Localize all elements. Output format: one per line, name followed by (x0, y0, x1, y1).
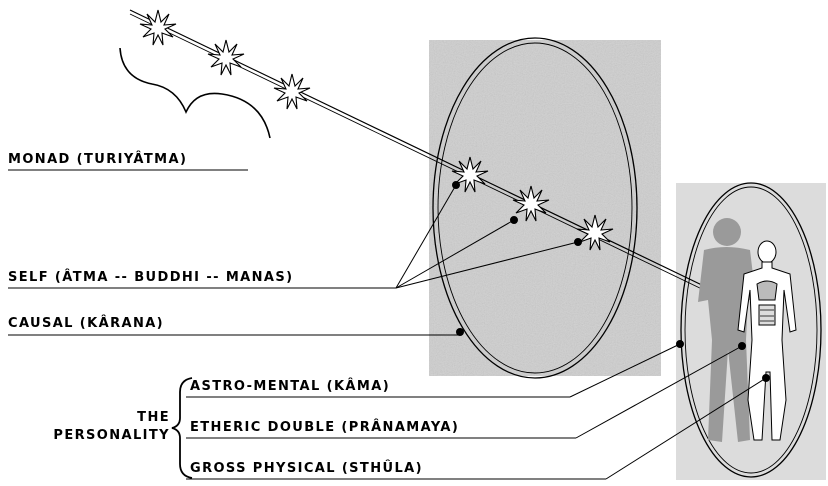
self-label: SELF (ÂTMA -- BUDDHI -- MANAS) (8, 270, 293, 286)
curly-brace (120, 48, 270, 138)
starburst-icon (140, 10, 176, 45)
personality-panel (676, 183, 826, 480)
gross-physical-label: GROSS PHYSICAL (STHÛLA) (190, 461, 423, 477)
starburst-icon (208, 40, 244, 75)
astro-mental-label: ASTRO-MENTAL (KÂMA) (190, 379, 390, 395)
causal-panel (429, 40, 661, 376)
causal-label: CAUSAL (KÂRANA) (8, 316, 164, 332)
personality-label-line1: THE (100, 410, 170, 426)
etheric-double-label: ETHERIC DOUBLE (PRÂNAMAYA) (190, 420, 459, 436)
personality-brace (172, 378, 192, 478)
starburst-icon (274, 74, 310, 109)
monad-label: MONAD (TURIYÂTMA) (8, 152, 187, 168)
personality-label-line2: PERSONALITY (40, 428, 170, 444)
